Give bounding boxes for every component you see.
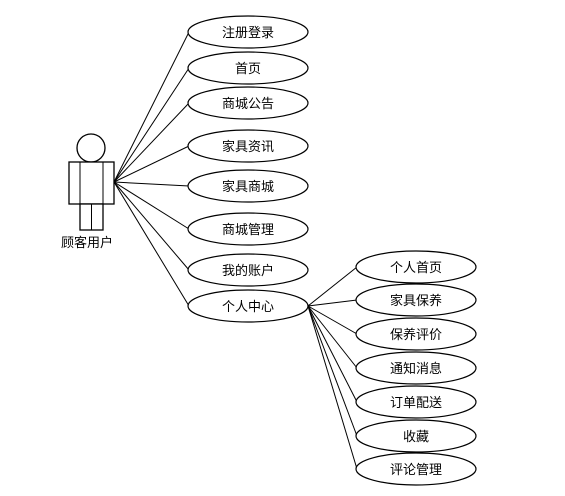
use-case-furniture-mall: 家具商城 (187, 169, 309, 203)
use-case-label: 个人中心 (222, 300, 274, 315)
use-case-ellipse (187, 51, 309, 85)
association-furniture-mall (113, 181, 190, 187)
use-case-label: 个人首页 (390, 261, 442, 276)
association-mall-management (113, 181, 190, 230)
use-case-ellipse (187, 86, 309, 120)
association-order-delivery (307, 305, 358, 403)
use-case-label: 收藏 (403, 430, 429, 445)
actor-head (76, 133, 106, 163)
use-case-ellipse (355, 452, 477, 486)
use-case-ellipse (187, 212, 309, 246)
use-case-label: 评论管理 (390, 463, 442, 478)
association-my-account (113, 181, 190, 271)
use-case-label: 订单配送 (390, 396, 442, 411)
sub-use-case-favorites: 收藏 (355, 419, 477, 453)
association-furniture-maintenance (307, 299, 358, 307)
use-case-label: 家具保养 (390, 293, 442, 309)
actor-body (68, 161, 115, 205)
use-case-label: 首页 (235, 62, 261, 77)
use-case-label: 我的账户 (222, 263, 274, 279)
use-case-ellipse (355, 351, 477, 385)
use-case-mall-notice: 商城公告 (187, 86, 309, 120)
use-case-ellipse (355, 419, 477, 453)
use-case-label: 商城公告 (222, 97, 274, 112)
use-case-label: 家具资讯 (222, 139, 274, 155)
association-furniture-news (113, 145, 190, 183)
use-case-register-login: 注册登录 (187, 15, 309, 49)
use-case-ellipse (187, 253, 309, 287)
use-case-my-account: 我的账户 (187, 253, 309, 287)
sub-use-case-order-delivery: 订单配送 (355, 385, 477, 419)
use-case-label: 商城管理 (222, 223, 274, 238)
sub-use-case-maintenance-review: 保养评价 (355, 317, 477, 351)
association-personal-home (307, 266, 358, 307)
association-links (113, 31, 358, 470)
use-case-label: 通知消息 (390, 361, 442, 377)
association-mall-notice (113, 102, 190, 183)
use-case-ellipse (355, 283, 477, 317)
sub-use-case-furniture-maintenance: 家具保养 (355, 283, 477, 317)
use-case-personal-center: 个人中心 (187, 289, 309, 323)
actor: 顾客用户 (61, 133, 115, 251)
use-case-ellipse (355, 385, 477, 419)
use-case-ellipse (187, 15, 309, 49)
use-case-ellipse (187, 289, 309, 323)
sub-use-case-personal-home: 个人首页 (355, 250, 477, 284)
association-maintenance-review (307, 305, 358, 335)
association-register-login (113, 31, 190, 183)
use-case-home: 首页 (187, 51, 309, 85)
sub-use-case-notifications: 通知消息 (355, 351, 477, 385)
use-case-mall-management: 商城管理 (187, 212, 309, 246)
use-case-ellipse (187, 129, 309, 163)
use-case-label: 保养评价 (390, 327, 442, 343)
association-favorites (307, 305, 358, 437)
association-notifications (307, 305, 358, 369)
use-case-label: 注册登录 (222, 26, 274, 41)
association-home (113, 67, 190, 183)
association-personal-center (113, 181, 190, 307)
sub-use-case-review-management: 评论管理 (355, 452, 477, 486)
association-review-management (307, 305, 358, 470)
actor-label: 顾客用户 (61, 235, 113, 251)
use-case-ellipse (187, 169, 309, 203)
use-case-ellipse (355, 317, 477, 351)
use-case-ellipse (355, 250, 477, 284)
use-case-furniture-news: 家具资讯 (187, 129, 309, 163)
use-case-label: 家具商城 (222, 179, 274, 195)
